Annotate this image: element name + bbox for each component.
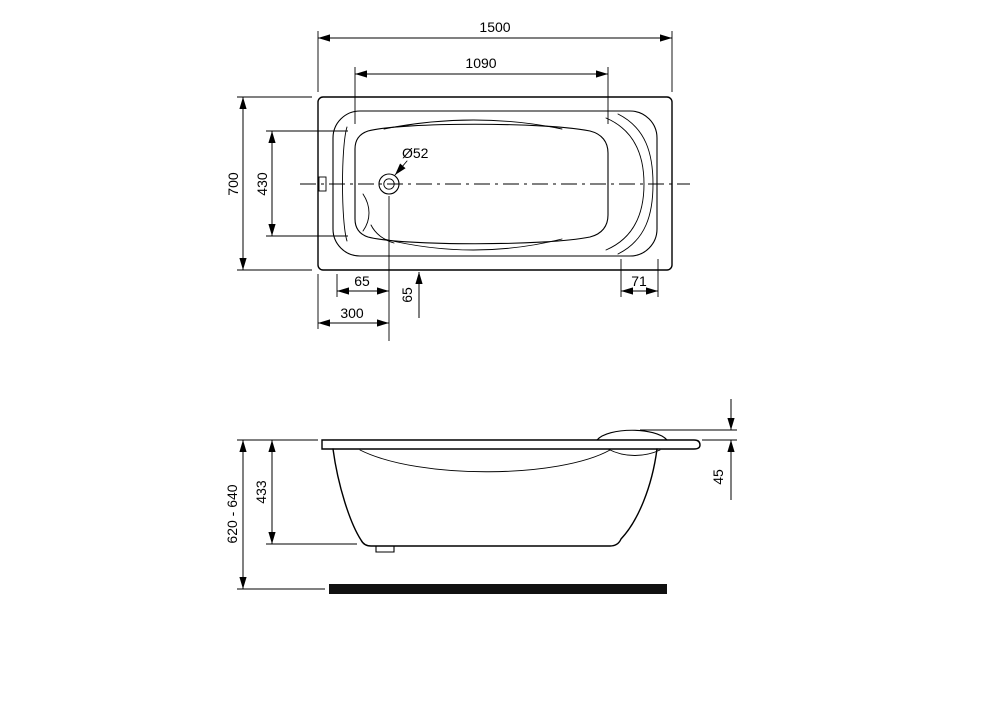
armrest-contour-bottom	[383, 238, 563, 251]
dim-label-drain-diameter: Ø52	[402, 145, 429, 161]
dim-drain-position: 65 300 65	[317, 196, 423, 341]
base-plinth	[329, 584, 667, 594]
dim-overall-width: 700	[225, 96, 312, 271]
dim-label-headrest-rise: 45	[710, 469, 726, 485]
dim-basin-width: 430	[254, 130, 348, 237]
armrest-contour-top	[383, 119, 563, 130]
dim-label-overall-width: 700	[225, 172, 241, 196]
headrest-hump	[596, 429, 668, 441]
dim-label-right-end-margin: 71	[631, 273, 647, 289]
tub-rim-edge	[332, 110, 658, 257]
dim-installed-height: 620 - 640	[224, 439, 325, 590]
dim-label-overall-length: 1500	[479, 19, 510, 35]
overflow-fitting	[318, 176, 327, 192]
dim-label-basin-length: 1090	[465, 55, 496, 71]
side-view: 620 - 640 433 45	[224, 399, 737, 594]
basin-floor-line	[359, 449, 611, 473]
dim-label-installed-height: 620 - 640	[224, 484, 240, 543]
dim-label-drain-offset-down: 65	[399, 287, 415, 303]
tub-side-outline	[321, 429, 701, 594]
headrest-slope-line	[607, 448, 661, 456]
dim-label-drain-offset-left: 65	[354, 273, 370, 289]
dim-right-end-margin: 71	[620, 259, 659, 297]
headrest-contour-inner	[605, 117, 645, 251]
dim-basin-length: 1090	[354, 55, 609, 124]
rim-profile	[321, 439, 701, 450]
dim-label-drain-from-left-edge: 300	[340, 305, 364, 321]
leader-line	[394, 160, 408, 176]
seat-slope-contour	[362, 193, 370, 232]
drain-diameter-callout: Ø52	[394, 145, 429, 176]
dim-tub-height: 433	[253, 440, 357, 545]
shell-profile	[332, 448, 658, 547]
seat-corner-contour	[370, 224, 395, 244]
dim-overall-length: 1500	[317, 19, 673, 92]
dim-label-tub-height: 433	[253, 480, 269, 504]
top-view: 1500 1090 700 430 Ø52	[225, 19, 690, 341]
dim-label-basin-width: 430	[254, 172, 270, 196]
tub-outer-edge	[317, 96, 673, 271]
drain-trap	[375, 545, 395, 553]
tub-plan-outline	[317, 96, 673, 271]
dim-headrest-rise: 45	[640, 399, 737, 500]
